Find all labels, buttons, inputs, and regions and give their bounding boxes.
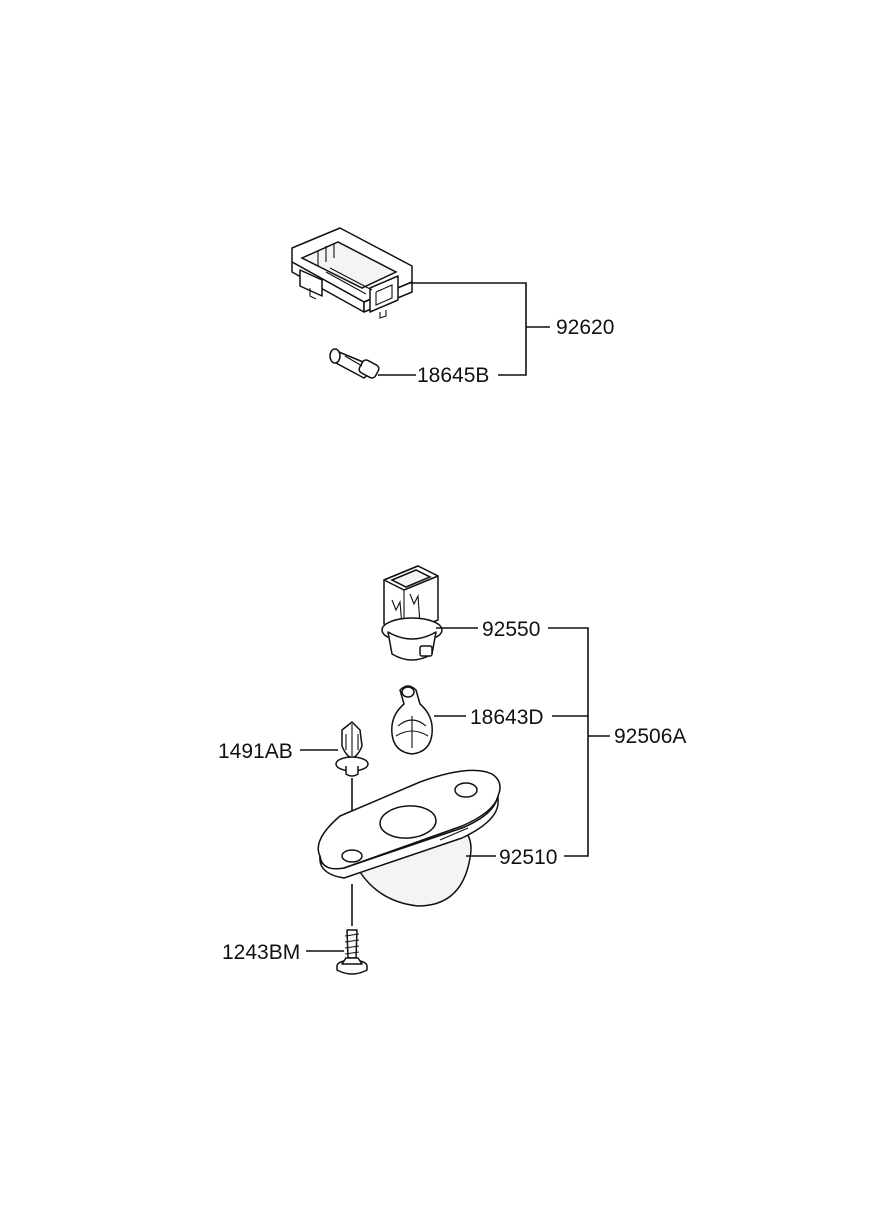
label-92506A: 92506A bbox=[614, 725, 686, 748]
label-1243BM: 1243BM bbox=[222, 941, 300, 964]
lamp-housing-92620 bbox=[291, 227, 413, 319]
label-1491AB: 1491AB bbox=[218, 740, 293, 763]
label-92620: 92620 bbox=[556, 316, 614, 339]
bulb-18645B bbox=[329, 348, 380, 379]
clip-1491AB bbox=[335, 721, 369, 777]
screw-1243BM bbox=[336, 929, 368, 975]
label-18645B: 18645B bbox=[417, 364, 489, 387]
leaders-upper bbox=[378, 282, 550, 376]
lamp-lens-92510 bbox=[317, 769, 501, 907]
label-18643D: 18643D bbox=[470, 706, 544, 729]
bulb-18643D bbox=[391, 685, 433, 755]
socket-92550 bbox=[381, 565, 443, 661]
leaders-lower bbox=[300, 627, 610, 952]
label-92510: 92510 bbox=[499, 846, 557, 869]
label-92550: 92550 bbox=[482, 618, 540, 641]
